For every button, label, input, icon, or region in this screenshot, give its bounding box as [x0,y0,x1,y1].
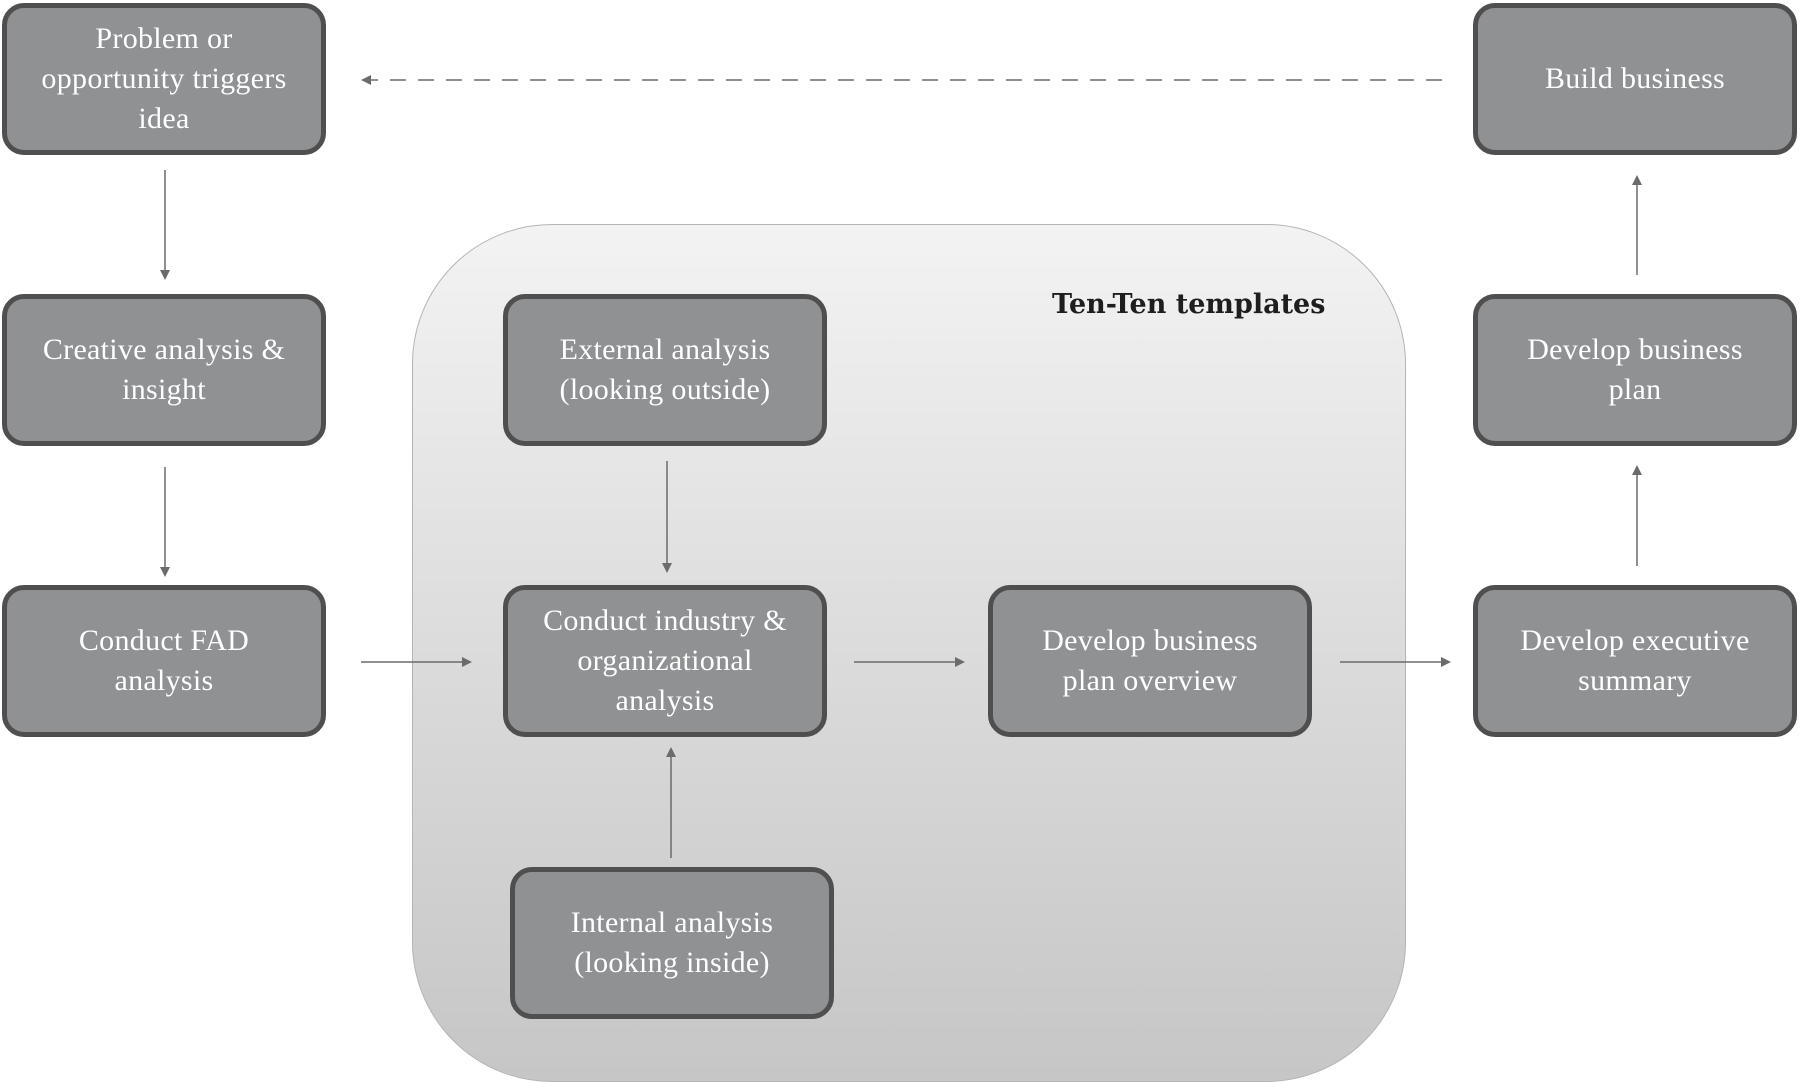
node-problem-label: Problem or opportunity triggers idea [41,22,287,135]
node-executive-summary: Develop executive summary [1473,585,1797,737]
node-conduct-fad-analysis: Conduct FAD analysis [2,585,326,737]
node-fad-label: Conduct FAD analysis [78,624,250,697]
node-develop-business-plan: Develop business plan [1473,294,1797,446]
node-industry-organizational-analysis: Conduct industry & organizational analys… [503,585,827,737]
panel-title: Ten-Ten templates [1052,289,1326,320]
node-creative-analysis: Creative analysis & insight [2,294,326,446]
node-problem-or-opportunity: Problem or opportunity triggers idea [2,3,326,155]
node-executive-label: Develop executive summary [1520,624,1750,697]
node-build-business: Build business [1473,3,1797,155]
node-plan-label: Develop business plan [1527,333,1743,406]
node-external-label: External analysis (looking outside) [559,333,771,406]
node-build-label: Build business [1544,62,1726,95]
node-external-analysis: External analysis (looking outside) [503,294,827,446]
node-creative-label: Creative analysis & insight [42,333,286,406]
node-industry-label: Conduct industry & organizational analys… [543,604,787,717]
node-business-plan-overview: Develop business plan overview [988,585,1312,737]
node-internal-label: Internal analysis (looking inside) [570,906,774,979]
node-overview-label: Develop business plan overview [1042,624,1258,697]
node-internal-analysis: Internal analysis (looking inside) [510,867,834,1019]
